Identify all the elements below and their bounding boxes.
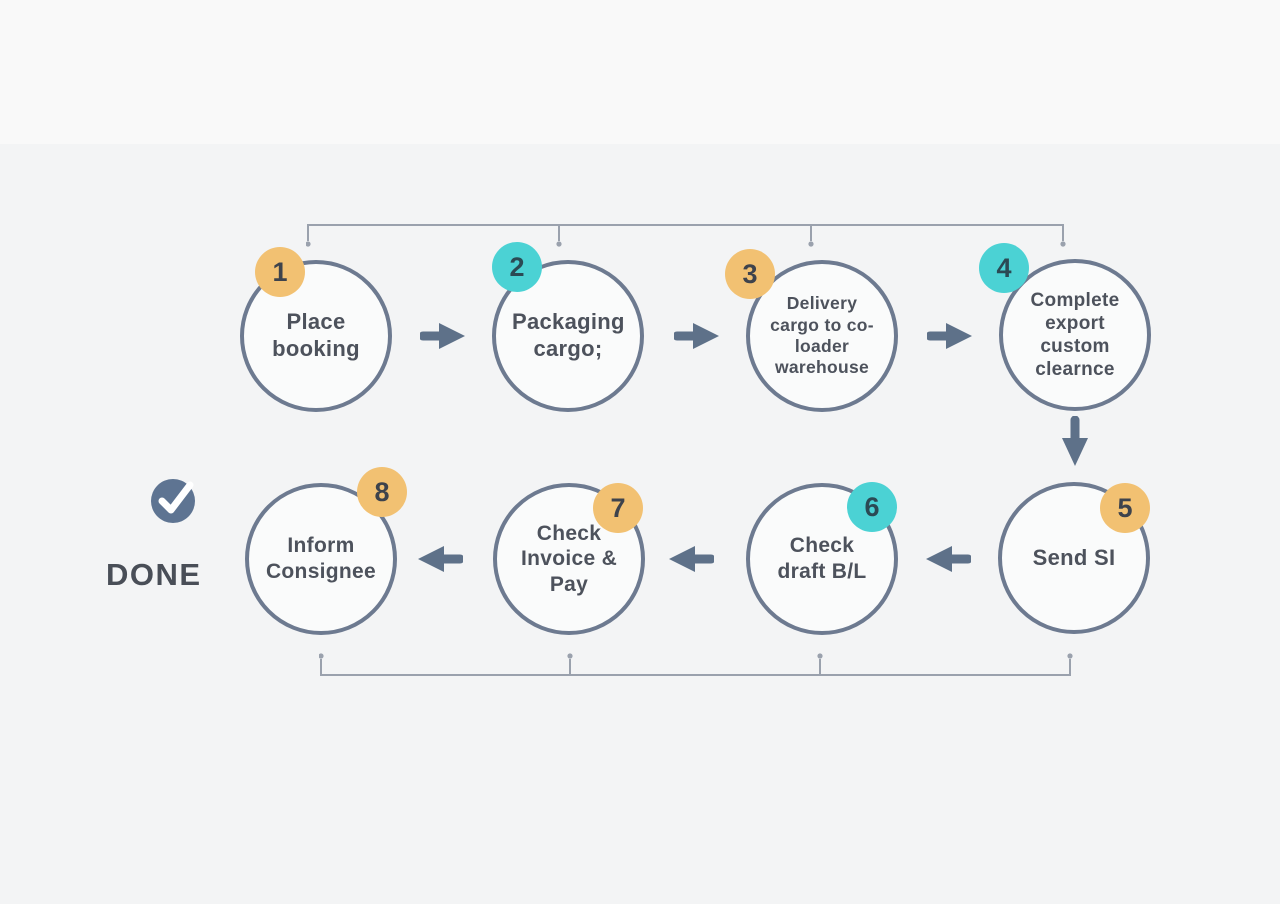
step-number-badge: 4 <box>979 243 1029 293</box>
step-number-badge: 1 <box>255 247 305 297</box>
step-label: Place booking <box>272 309 360 361</box>
step-2-packaging-cargo: Packaging cargo; 2 <box>492 242 644 412</box>
step-label: Send SI <box>1032 544 1116 570</box>
arrow-right-icon <box>674 323 719 349</box>
step-3-delivery-cargo: Delivery cargo to co-loader warehouse 3 <box>725 249 898 412</box>
arrow-right-icon <box>927 323 972 349</box>
step-label: Check Invoice & Pay <box>520 521 618 596</box>
check-circle-icon <box>151 479 195 523</box>
step-number-badge: 6 <box>847 482 897 532</box>
bottom-connector-bracket <box>319 653 1073 676</box>
step-label: Packaging cargo; <box>512 309 625 361</box>
step-number-badge: 7 <box>593 483 643 533</box>
step-number-badge: 2 <box>492 242 542 292</box>
step-circle: Place booking <box>240 260 392 412</box>
step-number-badge: 3 <box>725 249 775 299</box>
step-circle: Complete export custom clearnce <box>999 259 1151 411</box>
step-5-send-si: Send SI 5 <box>998 482 1150 634</box>
arrow-left-icon <box>669 546 714 572</box>
step-8-inform-consignee: Inform Consignee 8 <box>245 467 407 635</box>
arrow-right-icon <box>420 323 465 349</box>
step-1-place-booking: Place booking 1 <box>240 247 392 412</box>
arrow-down-icon <box>1062 416 1088 466</box>
step-6-check-draft-bl: Check draft B/L 6 <box>746 482 898 635</box>
step-label: Complete export custom clearnce <box>1030 289 1120 381</box>
top-connector-bracket <box>306 224 1066 247</box>
step-number-badge: 5 <box>1100 483 1150 533</box>
arrow-left-icon <box>418 546 463 572</box>
step-number-badge: 8 <box>357 467 407 517</box>
step-label: Check draft B/L <box>777 534 867 583</box>
done-label: DONE <box>106 557 202 592</box>
step-4-export-clearance: Complete export custom clearnce 4 <box>979 243 1151 411</box>
arrow-left-icon <box>926 546 971 572</box>
step-7-check-invoice-pay: Check Invoice & Pay 7 <box>493 483 645 635</box>
step-circle: Delivery cargo to co-loader warehouse <box>746 260 898 412</box>
step-label: Inform Consignee <box>265 534 377 583</box>
step-label: Delivery cargo to co-loader warehouse <box>770 293 874 378</box>
